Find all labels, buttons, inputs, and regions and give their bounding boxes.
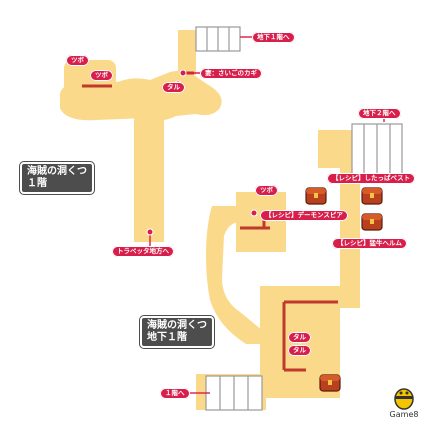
label-to-trapetta[interactable]: トラペッタ地方へ [112, 246, 174, 257]
label-to-1f[interactable]: １階へ [160, 388, 190, 399]
treasure-chest-icon [361, 213, 383, 231]
area-label-b1-line2: 地下１階 [147, 332, 187, 343]
leader-lines [149, 36, 385, 394]
area-label-1f: 海賊の洞くつ １階 [20, 162, 94, 194]
label-pot-2: ツボ [90, 70, 113, 81]
game8-logo: Game8 [384, 384, 424, 424]
label-recipe-spear: 【レシピ】デーモンスピア [260, 210, 348, 221]
label-recipe-hat: 【レシピ】したっぱベスト [327, 173, 416, 184]
bee-icon [394, 388, 414, 410]
brand-text: Game8 [389, 410, 419, 419]
label-recipe-helm: 【レシピ】猛牛ヘルム [332, 238, 407, 249]
stairs-to-1f [205, 375, 263, 411]
area-label-1f-line1: 海賊の洞くつ [27, 166, 87, 177]
floor-b1-area [196, 130, 360, 410]
label-barrel-1: タル [162, 82, 185, 93]
treasure-chest-icon [305, 187, 327, 205]
area-label-b1: 海賊の洞くつ 地下１階 [140, 316, 214, 348]
area-label-b1-line1: 海賊の洞くつ [147, 320, 207, 331]
treasure-chest-icon [319, 374, 341, 392]
stairs-to-b1-top [195, 26, 241, 52]
label-pot-1: ツボ [66, 55, 89, 66]
stairs-to-b2 [351, 123, 403, 177]
label-barrel-2: タル [288, 332, 311, 343]
label-pot-3: ツボ [255, 185, 278, 196]
area-label-1f-line2: １階 [27, 178, 47, 189]
label-key-item: 妻：さいごのカギ [200, 68, 262, 79]
label-barrel-3: タル [288, 345, 311, 356]
treasure-chest-icon [361, 187, 383, 205]
label-to-b1-top[interactable]: 地下１階へ [252, 32, 295, 43]
label-to-b2[interactable]: 地下２階へ [358, 108, 401, 119]
